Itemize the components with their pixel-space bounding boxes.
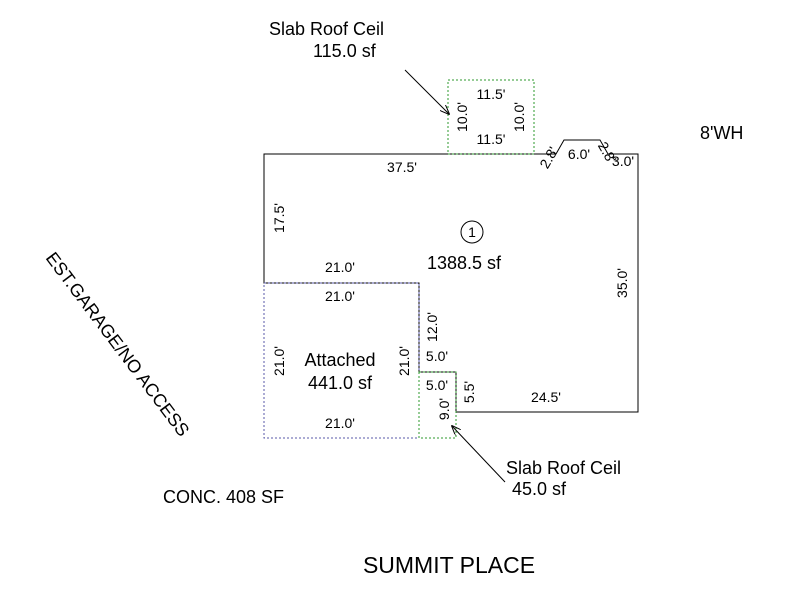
- area-marker-circle: [460, 220, 484, 244]
- garage-area: 441.0 sf: [308, 373, 373, 393]
- slab-bottom-title: Slab Roof Ceil: [506, 458, 621, 478]
- area-marker-number: 1: [468, 224, 476, 240]
- dim-main-inner-horizontal: 5.0': [426, 348, 448, 364]
- main-area-label: 1388.5 sf: [427, 253, 502, 273]
- dim-main-left: 17.5': [271, 203, 287, 233]
- street-name: SUMMIT PLACE: [363, 552, 535, 578]
- dim-main-right-stub: 3.0': [612, 153, 634, 169]
- dim-garage-left: 21.0': [271, 346, 287, 376]
- dim-bay-left: 2.8': [536, 144, 561, 171]
- dim-main-bottom-left: 21.0': [325, 259, 355, 275]
- wall-height-label: 8'WH: [700, 123, 743, 143]
- slab-bottom-outline: [418, 371, 457, 439]
- dim-main-bottom: 24.5': [531, 389, 561, 405]
- concrete-note: CONC. 408 SF: [163, 487, 284, 507]
- main-area-outline: [263, 139, 639, 413]
- dim-main-inner-vertical: 12.0': [424, 312, 440, 342]
- slab-top-title: Slab Roof Ceil: [269, 19, 384, 39]
- dim-garage-top: 21.0': [325, 288, 355, 304]
- dim-bay-front: 6.0': [568, 146, 590, 162]
- dim-slab-bottom-left: 9.0': [436, 398, 452, 420]
- slab-bottom-area: 45.0 sf: [512, 479, 567, 499]
- dim-garage-right: 21.0': [396, 346, 412, 376]
- dim-slab-top-top: 11.5': [477, 86, 506, 102]
- slab-top-area: 115.0 sf: [313, 41, 377, 61]
- slab-top-leader-arrow: [404, 69, 449, 114]
- garage-title: Attached: [304, 350, 375, 370]
- dim-slab-top-left: 10.0': [454, 102, 470, 132]
- dim-main-top: 37.5': [387, 159, 417, 175]
- dim-garage-bottom: 21.0': [325, 415, 355, 431]
- dim-slab-top-bottom: 11.5': [477, 131, 506, 147]
- dim-slab-top-right: 10.0': [511, 102, 527, 132]
- dim-main-right: 35.0': [614, 268, 630, 298]
- dim-main-step: 5.5': [461, 381, 477, 403]
- dim-slab-bottom-top: 5.0': [426, 377, 448, 393]
- slab-bottom-leader-arrow: [452, 426, 506, 483]
- garage-note: EST.GARAGE/NO ACCESS: [42, 248, 193, 440]
- garage-outline: [263, 282, 420, 439]
